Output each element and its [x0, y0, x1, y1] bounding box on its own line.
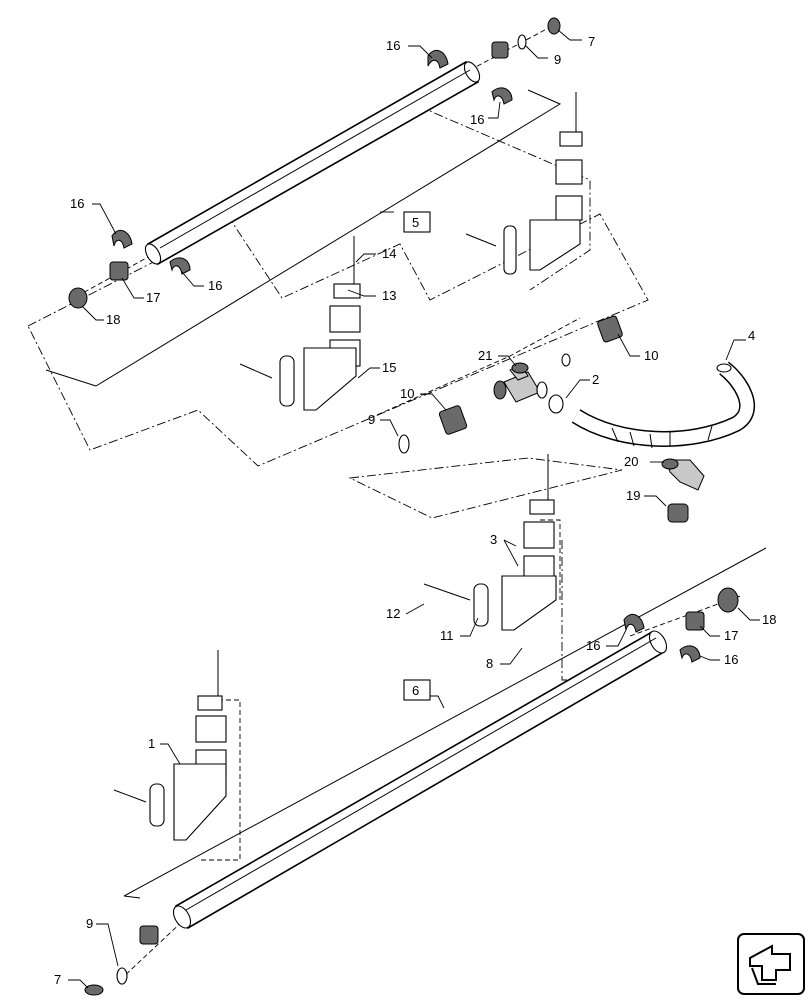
callout-9: 9: [86, 916, 93, 931]
upper-pipe: [144, 60, 481, 266]
callout-9: 9: [368, 412, 375, 427]
callout-16: 16: [470, 112, 484, 127]
callout-9: 9: [554, 52, 561, 67]
callout-16: 16: [208, 278, 222, 293]
callout-5: 5: [412, 215, 419, 230]
tee-fitting: [493, 362, 548, 403]
callout-20: 20: [624, 454, 638, 469]
callout-15: 15: [382, 360, 396, 375]
callout-2: 2: [592, 372, 599, 387]
leader-lines: [68, 29, 760, 989]
callout-16: 16: [70, 196, 84, 211]
callout-7: 7: [54, 972, 61, 987]
next-page-arrow-icon[interactable]: [737, 933, 805, 995]
callout-11: 11: [440, 628, 454, 643]
callout-16: 16: [386, 38, 400, 53]
callout-7: 7: [588, 34, 595, 49]
callout-6: 6: [412, 683, 419, 698]
callout-18: 18: [762, 612, 776, 627]
callout-16: 16: [586, 638, 600, 653]
callout-16: 16: [724, 652, 738, 667]
lower-pipe: [172, 630, 668, 930]
callout-14: 14: [382, 246, 396, 261]
callout-10: 10: [644, 348, 658, 363]
callout-12: 12: [386, 606, 400, 621]
bracket-assemblies: [113, 92, 583, 841]
hose: [571, 361, 756, 449]
callout-18: 18: [106, 312, 120, 327]
assembly-outlines: [27, 23, 741, 981]
callout-17: 17: [724, 628, 738, 643]
callout-21: 21: [478, 348, 492, 363]
callout-labels: 16 7 9 16 16 16 17 18 5 14 13 15 4 10 21…: [54, 34, 776, 987]
callout-17: 17: [146, 290, 160, 305]
fittings: [68, 17, 739, 996]
callout-1: 1: [148, 736, 155, 751]
callout-8: 8: [486, 656, 493, 671]
callout-3: 3: [490, 532, 497, 547]
callout-19: 19: [626, 488, 640, 503]
callout-4: 4: [748, 328, 755, 343]
callout-13: 13: [382, 288, 396, 303]
callout-10: 10: [400, 386, 414, 401]
